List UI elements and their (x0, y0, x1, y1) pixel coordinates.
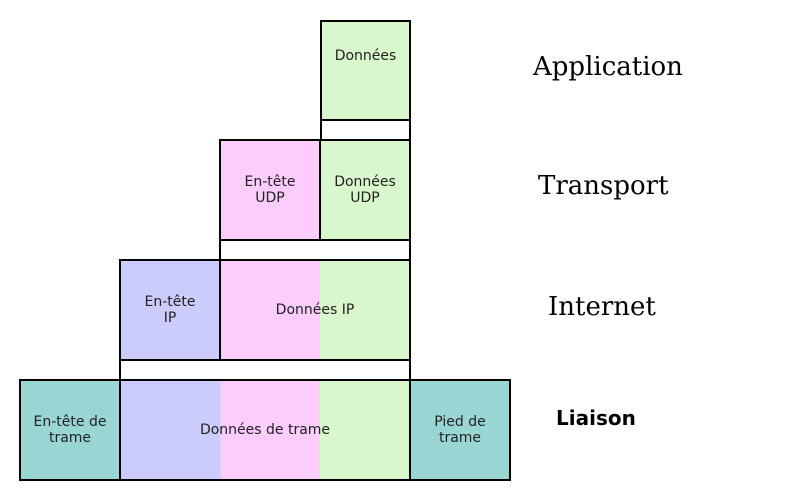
application-data-box: Données (320, 20, 411, 121)
application-transport-gap (320, 119, 411, 141)
transport-internet-gap (219, 239, 411, 261)
ip-header-box: En-tête IP (119, 259, 221, 361)
udp-header-box: En-tête UDP (219, 139, 321, 241)
frame-header-box: En-tête de trame (19, 379, 121, 481)
layer-label-internet: Internet (548, 292, 656, 322)
layer-label-transport: Transport (538, 171, 669, 201)
udp-data-box: Données UDP (319, 139, 411, 241)
layer-label-application: Application (533, 52, 683, 82)
layer-label-liaison: Liaison (556, 406, 636, 430)
internet-liaison-gap (119, 359, 411, 381)
ip-data-box: Données IP (219, 259, 411, 361)
frame-data-box: Données de trame (119, 379, 411, 481)
frame-footer-box: Pied de trame (409, 379, 511, 481)
